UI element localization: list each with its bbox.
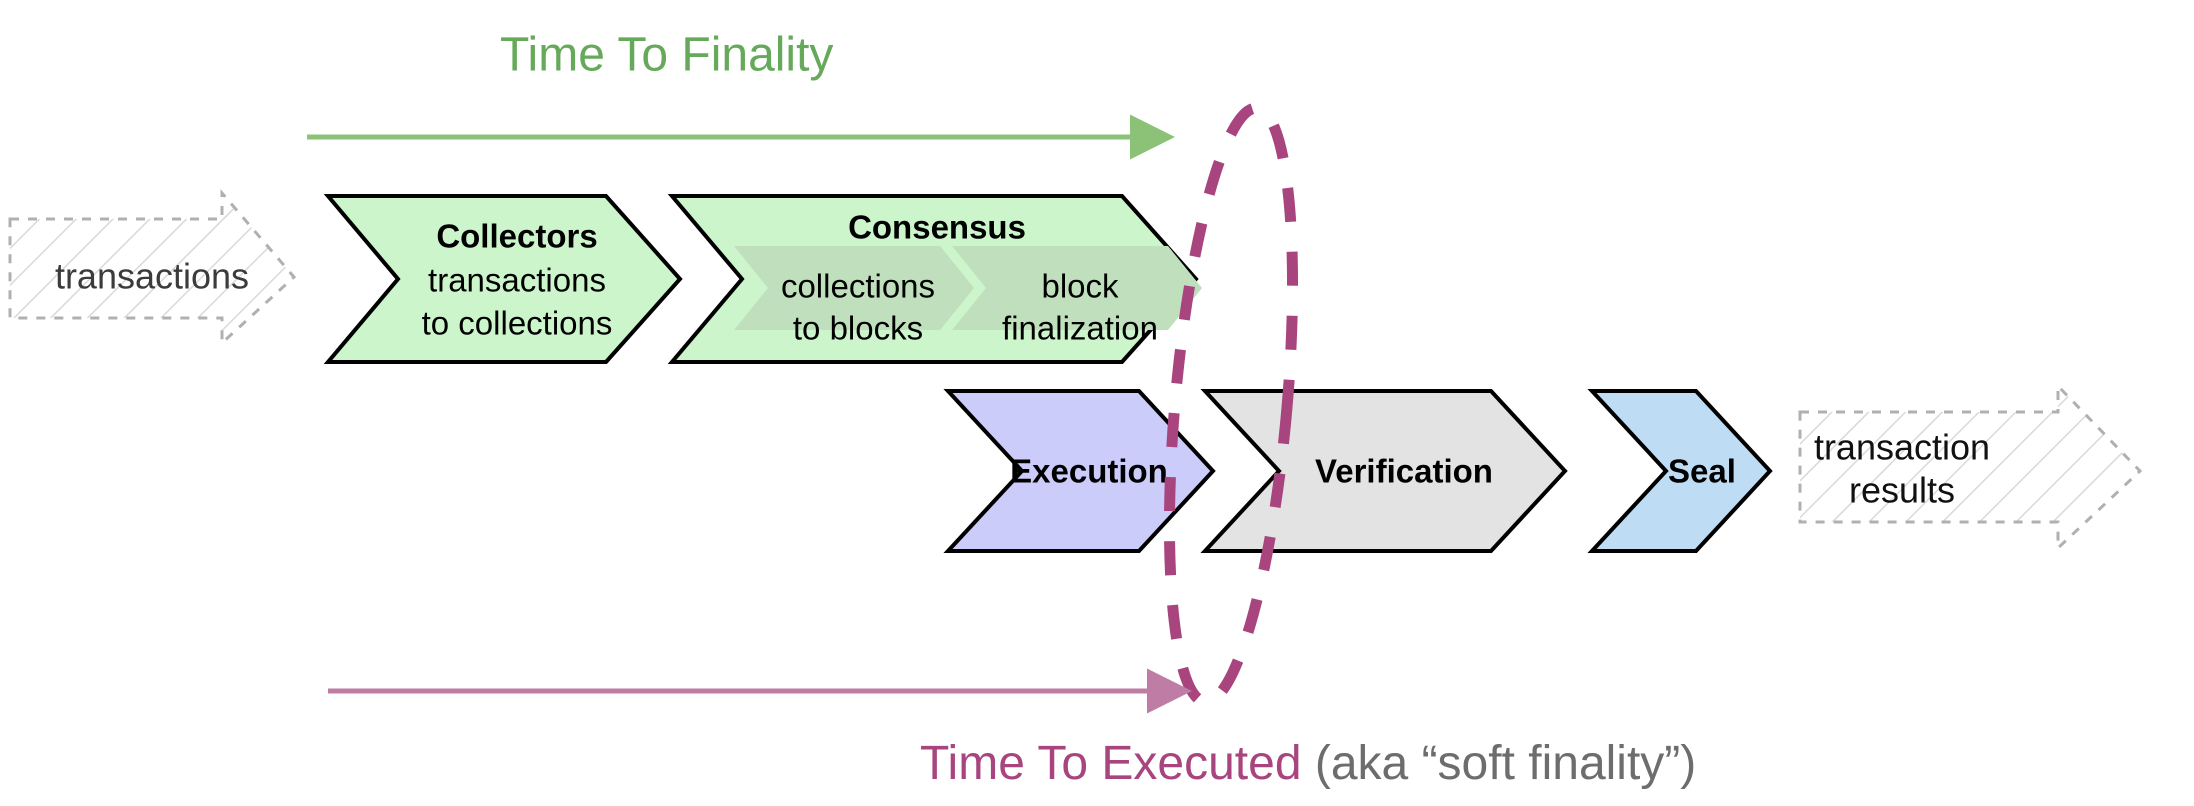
output-ghost-label-line1: transaction — [1814, 427, 1990, 468]
stage-execution[interactable]: Execution — [943, 389, 1216, 553]
time-to-finality-caption: Time To Finality — [500, 29, 833, 82]
input-ghost-label: transactions — [55, 256, 249, 297]
collections-to-blocks-shape — [734, 246, 974, 330]
collectors-subtitle-line2: to collections — [422, 305, 613, 342]
block-finalization-shape — [952, 246, 1202, 330]
seal-chevron-shape — [1587, 389, 1773, 553]
block-finalization-line1: block — [1041, 268, 1119, 305]
input-ghost-arrow: transactions — [8, 188, 297, 347]
execution-title: Execution — [1010, 453, 1168, 490]
verification-title: Verification — [1315, 453, 1493, 490]
stage-consensus[interactable]: Consensus collections to blocks block fi… — [667, 194, 1202, 364]
output-ghost-arrow: transaction results — [1798, 382, 2143, 552]
collections-to-blocks-line1: collections — [781, 268, 935, 305]
stage-collectors[interactable]: Collectors transactions to collections — [323, 194, 683, 364]
stage-seal[interactable]: Seal — [1587, 389, 1773, 553]
finality-boundary-ellipse — [1163, 102, 1299, 708]
time-to-finality-measure: Time To Finality — [307, 29, 1175, 160]
substage-block-finalization[interactable]: block finalization — [952, 246, 1202, 347]
collectors-subtitle-line1: transactions — [428, 262, 606, 299]
time-to-executed-strong: Time To Executed — [920, 737, 1302, 790]
output-ghost-label-line2: results — [1849, 470, 1955, 511]
verification-chevron-shape — [1200, 389, 1568, 553]
block-finalization-line2: finalization — [1002, 310, 1158, 347]
consensus-title: Consensus — [848, 209, 1026, 246]
collectors-chevron-shape — [323, 194, 683, 364]
collectors-title: Collectors — [436, 218, 597, 255]
time-to-executed-measure: Time To Executed (aka “soft finality”) — [328, 668, 1696, 790]
stage-verification[interactable]: Verification — [1200, 389, 1568, 553]
substage-collections-to-blocks[interactable]: collections to blocks — [734, 246, 974, 347]
time-to-executed-muted: (aka “soft finality”) — [1302, 737, 1697, 790]
execution-chevron-shape — [943, 389, 1216, 553]
seal-title: Seal — [1668, 453, 1736, 490]
collections-to-blocks-line2: to blocks — [793, 310, 923, 347]
time-to-executed-caption: Time To Executed (aka “soft finality”) — [920, 737, 1696, 790]
